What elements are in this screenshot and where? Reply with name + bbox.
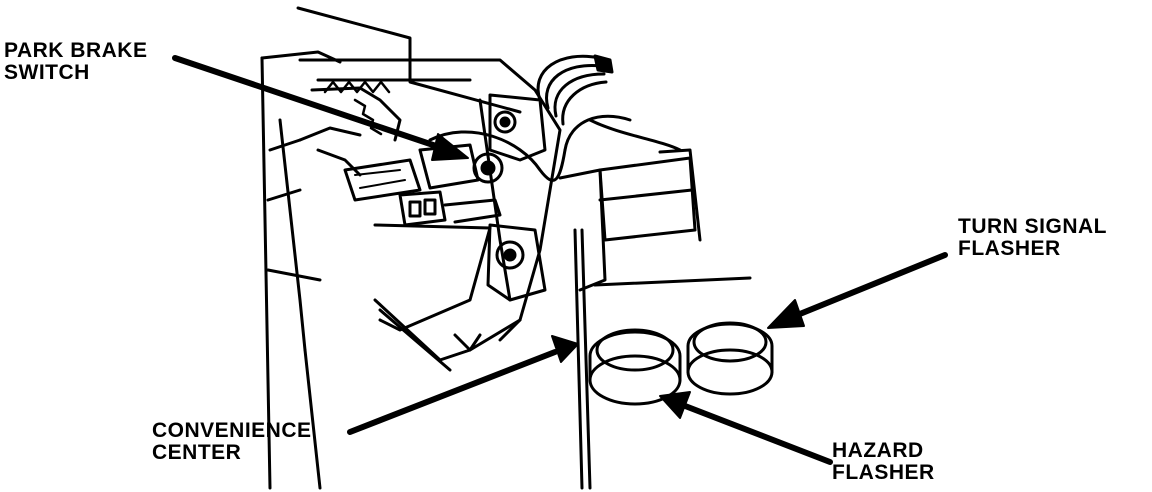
convenience-center-panel <box>558 148 752 490</box>
mounting-bolts <box>486 93 547 302</box>
wiring-harness <box>428 54 682 182</box>
arrow-turn-signal-flasher <box>787 252 948 321</box>
arrow-park-brake-switch <box>172 55 451 153</box>
label-park-brake-switch: PARK BRAKE SWITCH <box>4 39 148 84</box>
park-brake-switch-shape <box>298 126 504 227</box>
flasher-units <box>588 321 774 406</box>
arrow-convenience-center <box>347 349 558 435</box>
label-convenience-center: CONVENIENCE CENTER <box>152 419 312 464</box>
arrow-hazard-flasher <box>677 401 833 465</box>
leader-arrows <box>172 55 948 465</box>
lower-dash-structure <box>373 223 522 372</box>
label-turn-signal-flasher: TURN SIGNAL FLASHER <box>958 215 1107 260</box>
label-hazard-flasher: HAZARD FLASHER <box>832 439 935 484</box>
